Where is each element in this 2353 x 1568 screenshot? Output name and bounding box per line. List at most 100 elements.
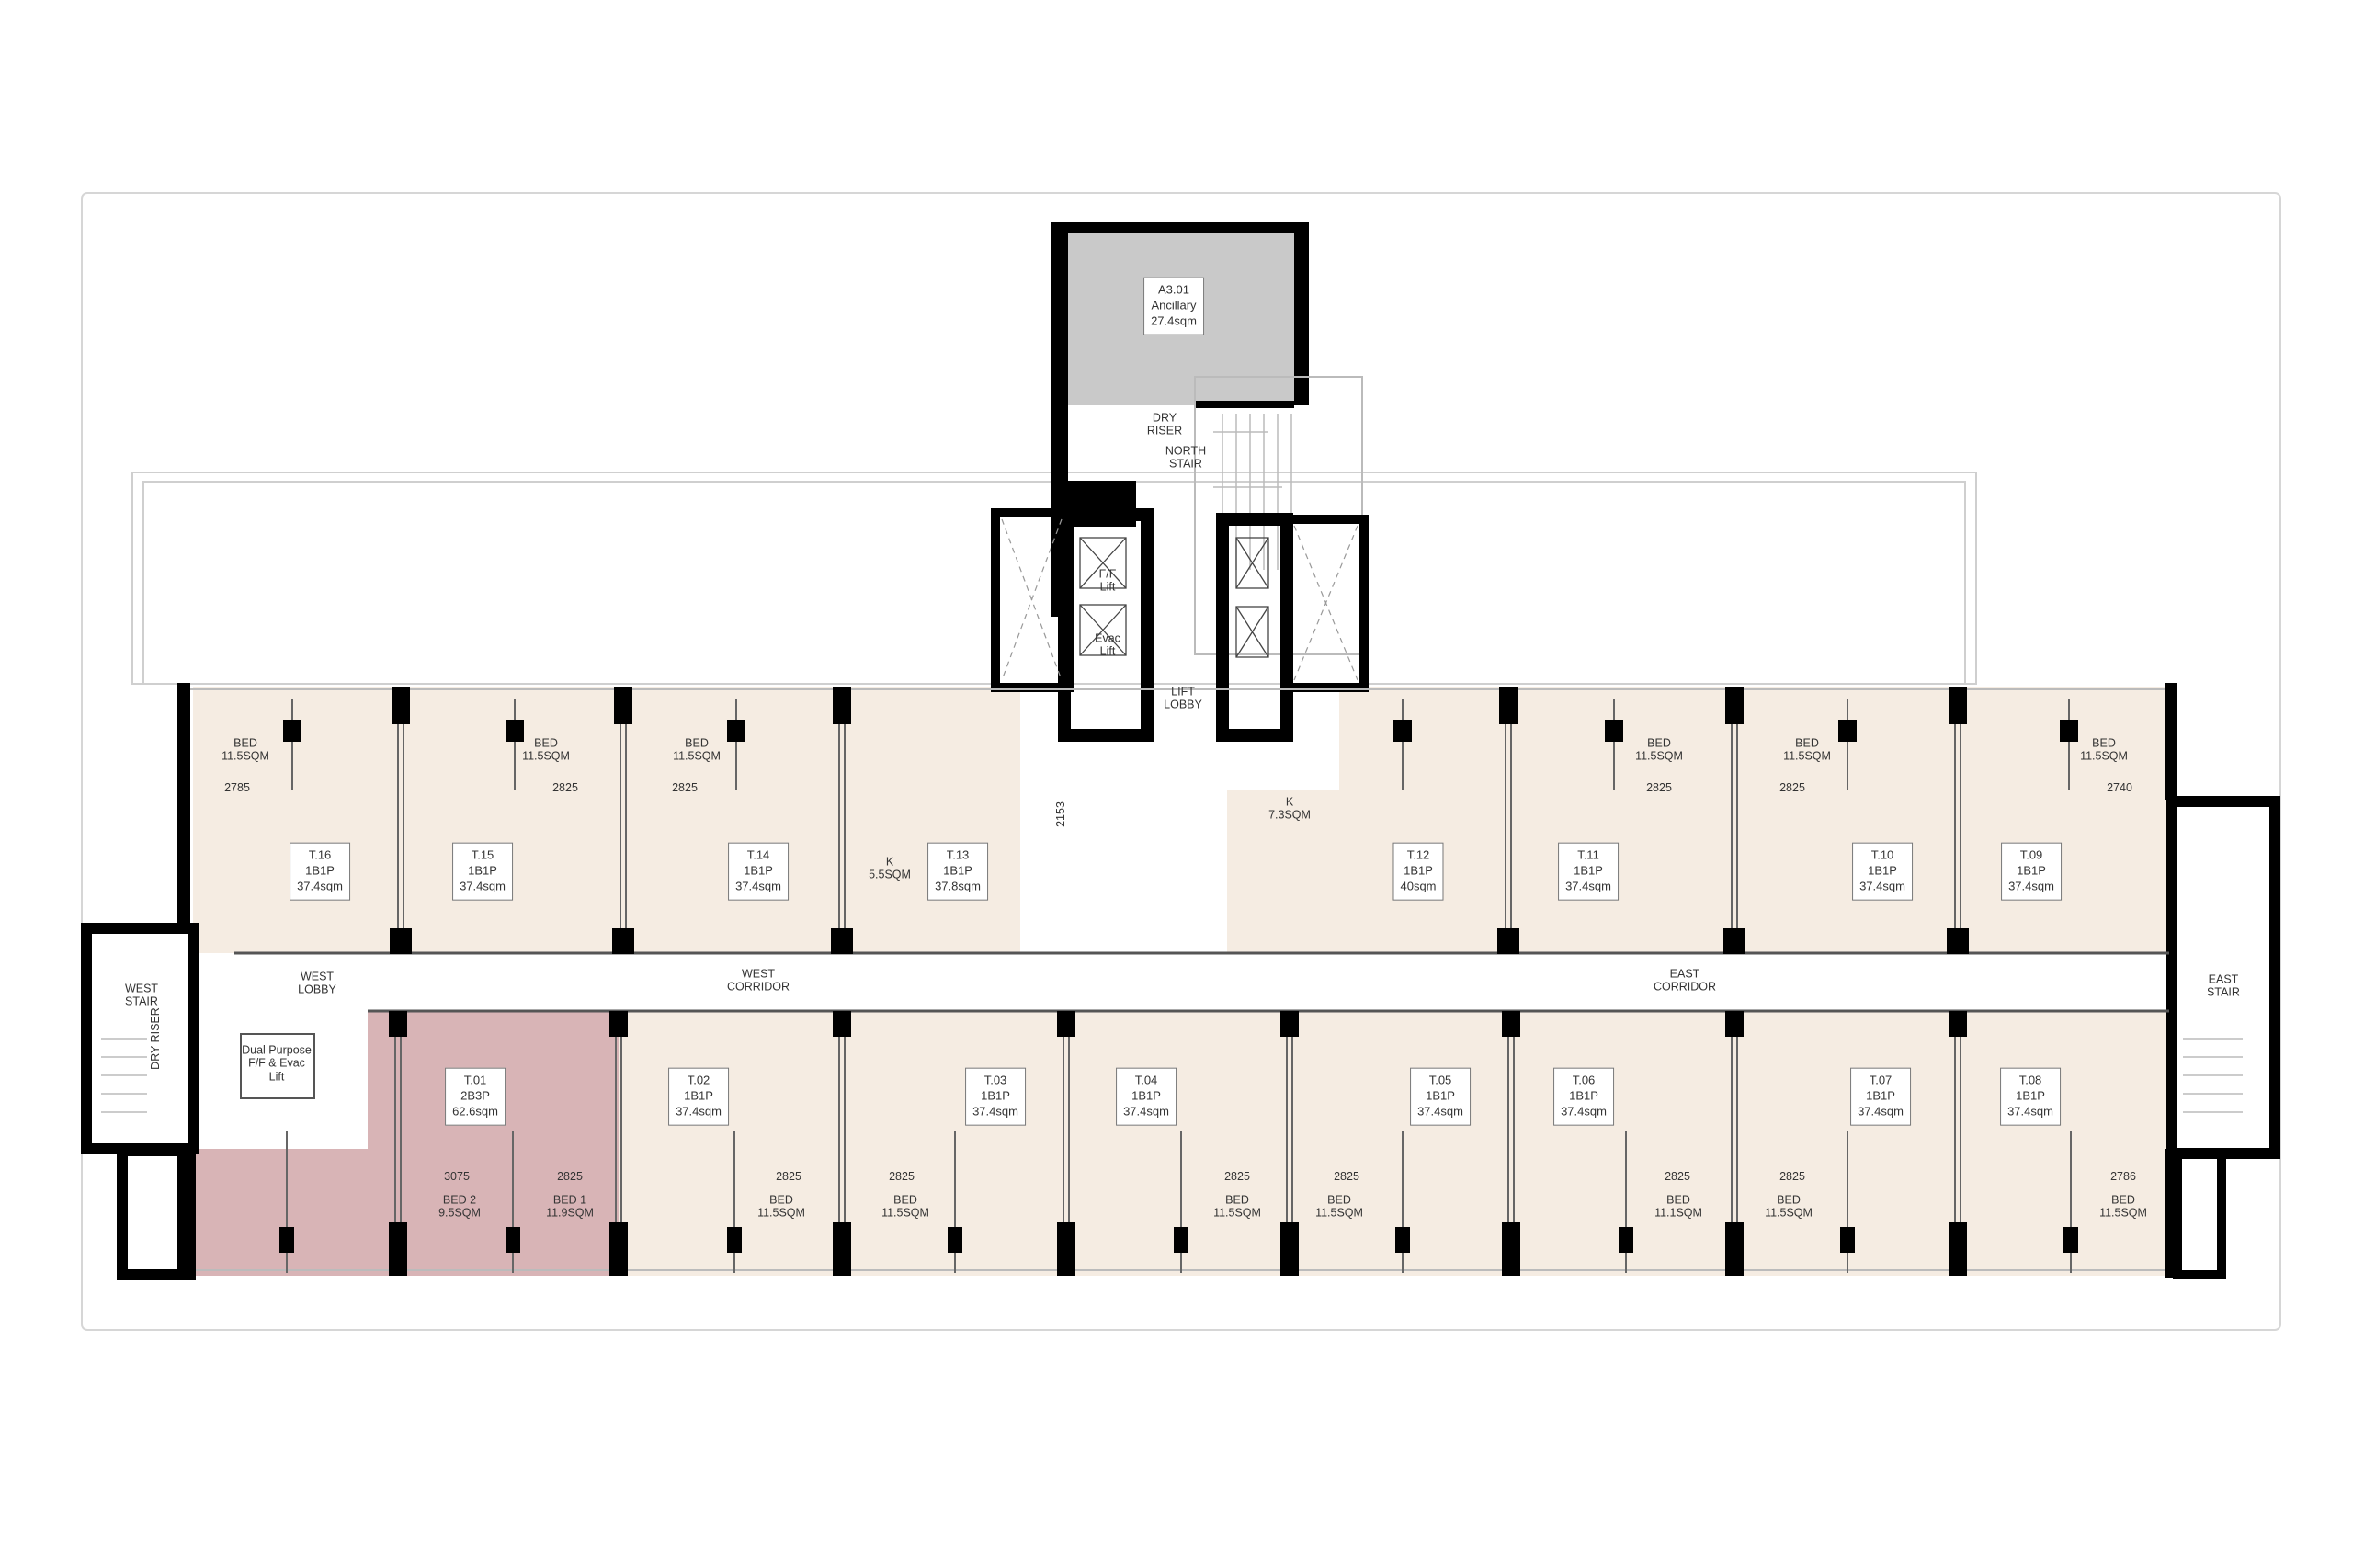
unit-label-text: T.08 (2018, 1073, 2042, 1087)
column (833, 1011, 851, 1037)
east-stair (2166, 796, 2280, 1279)
unit-label-text: 37.8sqm (935, 879, 981, 893)
north-stair-label-text: STAIR (1169, 458, 1202, 471)
dimension-label: 2825 (672, 781, 698, 794)
ancillary-label-text: A3.01 (1158, 282, 1189, 297)
dimension-label: 2825 (776, 1170, 801, 1183)
dimension-label-text: 2786 (2110, 1169, 2136, 1183)
west-lobby-label-text: WEST (300, 970, 335, 983)
bedroom-label-text: 11.5SQM (1213, 1207, 1261, 1220)
dry-riser-west-label-text: DRY RISER (148, 1007, 162, 1070)
bedroom-label-text: 11.5SQM (757, 1207, 805, 1220)
column (1725, 1011, 1744, 1037)
column (392, 687, 410, 724)
dimension-label-text: 2825 (1665, 1169, 1690, 1183)
column (1395, 1227, 1410, 1253)
unit-label-text: 37.4sqm (735, 879, 781, 893)
dimension-label: 2825 (1779, 1170, 1805, 1183)
column (1949, 687, 1967, 724)
unit-label-text: 62.6sqm (452, 1104, 498, 1119)
unit-label-text: 1B1P (1574, 863, 1603, 878)
dimension-label-text: 2740 (2107, 780, 2132, 794)
bedroom-label-text: 11.5SQM (2099, 1207, 2147, 1220)
unit-label-text: 37.4sqm (1417, 1104, 1463, 1119)
dimension-label-text: 2825 (557, 1169, 583, 1183)
dimension-label-text: 2825 (1779, 780, 1805, 794)
dry-riser-north-label-text: RISER (1146, 425, 1183, 437)
unit-label-text: T.16 (308, 847, 332, 862)
column (283, 720, 301, 742)
dimension-label-text: 2825 (552, 780, 578, 794)
west-stair-label-text: WEST (124, 982, 159, 995)
dimension-label: 2825 (1334, 1170, 1359, 1183)
bedroom-label-text: BED (1777, 1193, 1801, 1207)
dual-lift-label-text: Lift (268, 1070, 285, 1084)
unit-label-text: 1B1P (981, 1088, 1010, 1103)
dual-purpose-lift-shaft (240, 1033, 315, 1099)
column (389, 1011, 407, 1037)
bedroom-label-text: BED (1647, 736, 1671, 750)
column (2063, 1227, 2078, 1253)
column (1174, 1227, 1188, 1253)
lift-lobby-label-text: LOBBY (1164, 699, 1202, 711)
structural-columns (279, 687, 2078, 1276)
dimension-label: 2825 (552, 781, 578, 794)
bedroom-label-text: 11.5SQM (673, 750, 721, 763)
bedroom-label-text: BED (1327, 1193, 1351, 1207)
bedroom-label-text: 11.1SQM (1654, 1207, 1702, 1220)
corridor-walls (234, 951, 2169, 1013)
kitchen-label-text: K (1285, 795, 1294, 809)
dimension-label: 2825 (889, 1170, 915, 1183)
evac-lift-label-text: Evac (1095, 631, 1120, 645)
column (1502, 1222, 1520, 1276)
column (1947, 928, 1969, 954)
site-boundary (81, 192, 2281, 1331)
dry-riser-north-label-text: DRY (1152, 411, 1177, 425)
unit-label-text: 1B1P (684, 1088, 713, 1103)
column (614, 687, 632, 724)
dimension-label: 2825 (1646, 781, 1672, 794)
column (506, 1227, 520, 1253)
bedroom-label-text: BED (1225, 1193, 1249, 1207)
bedroom-label-text: BED (1795, 736, 1819, 750)
unit-label-text: T.11 (1577, 847, 1599, 862)
dual-lift-label-text: Dual Purpose (242, 1043, 312, 1057)
dimension-label-text: 2825 (1224, 1169, 1250, 1183)
column (1057, 1011, 1075, 1037)
dimension-label-text: 2825 (672, 780, 698, 794)
column (1723, 928, 1745, 954)
bedroom-label-text: 11.5SQM (881, 1207, 929, 1220)
column (1838, 720, 1857, 742)
bedroom-label-text: 11.5SQM (1315, 1207, 1363, 1220)
column (609, 1011, 628, 1037)
unit-label-text: 37.4sqm (2007, 1104, 2053, 1119)
unit-label-text: T.03 (983, 1073, 1007, 1087)
unit-label-text: T.15 (471, 847, 494, 862)
dimension-label-text: 2825 (1646, 780, 1672, 794)
unit-label-text: T.09 (2019, 847, 2043, 862)
bedroom-label-text: BED 1 (552, 1193, 587, 1207)
ancillary-label-text: 27.4sqm (1151, 313, 1197, 328)
west-corridor-label-text: WEST (741, 967, 776, 981)
unit-label-text: 1B1P (2017, 863, 2046, 878)
